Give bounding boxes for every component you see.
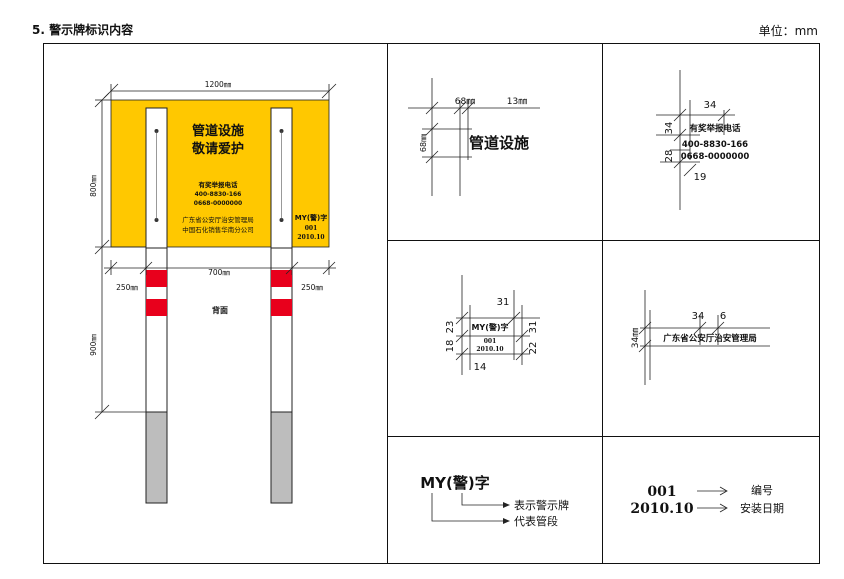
- sign-drawing: 管道设施 敬请爱护 有奖举报电话 400-8830-166 0668-00000…: [89, 80, 337, 504]
- dim-post-gap: 700㎜: [208, 268, 230, 277]
- legend-date-desc: 安装日期: [740, 501, 784, 515]
- detail-panel-4: 34 6 34㎜ 广东省公安厅治安管理局: [631, 290, 770, 385]
- legend-code-desc2: 代表管段: [514, 514, 558, 528]
- legend-code-desc1: 表示警示牌: [514, 498, 569, 512]
- section-title: 5. 警示牌标识内容: [32, 23, 134, 37]
- detail4-d34a: 34: [692, 311, 705, 322]
- dim-post-height: 900㎜: [89, 334, 98, 356]
- detail3-n2: 2010.10: [476, 346, 503, 353]
- sign-phone1: 400-8830-166: [195, 191, 242, 198]
- legend-code: MY(警)字 表示警示牌 代表管段: [420, 474, 569, 528]
- sign-org1: 广东省公安厅治安管理局: [182, 215, 254, 224]
- sign-phone2: 0668-0000000: [194, 200, 242, 207]
- detail2-phone1: 400-8830-166: [682, 140, 748, 150]
- detail-panel-3: 31 23 18 31 22 14 MY(警)字 001 2010.10: [445, 275, 540, 375]
- legend-number-desc: 编号: [751, 483, 773, 497]
- legend-code-text: MY(警)字: [420, 474, 490, 492]
- sign-report-label: 有奖举报电话: [199, 180, 239, 189]
- detail3-d23: 23: [445, 321, 456, 334]
- detail2-phone2: 0668-0000000: [681, 152, 750, 162]
- detail3-n1: 001: [484, 338, 497, 345]
- detail-panel-1: 68㎜ 13㎜ 68㎜ 管道设施: [408, 78, 540, 196]
- right-post-base: [270, 411, 293, 504]
- sign-line2: 敬请爱护: [191, 141, 244, 157]
- sign-code: MY(警)字: [295, 213, 327, 222]
- detail3-d31a: 31: [497, 297, 510, 308]
- legend-date: 2010.10: [630, 501, 694, 517]
- left-post-stripe: [146, 299, 167, 316]
- right-post-stripe: [271, 299, 292, 316]
- detail2-text: 有奖举报电话: [689, 123, 741, 134]
- detail1-text: 管道设施: [469, 134, 529, 152]
- detail-panel-2: 34 34 28 19 有奖举报电话 400-8830-166 0668-000…: [656, 70, 749, 210]
- back-label: 背面: [212, 305, 228, 315]
- legend-number-date: 001 2010.10 编号 安装日期: [630, 483, 784, 517]
- dim-right-margin: 250㎜: [301, 283, 323, 292]
- sign-panel: [110, 99, 330, 248]
- detail2-d28: 28: [664, 150, 675, 163]
- sign-line1: 管道设施: [192, 123, 244, 139]
- detail3-d22: 22: [528, 342, 539, 355]
- detail1-dim-a: 68㎜: [455, 97, 475, 107]
- detail3-d31b: 31: [528, 321, 539, 334]
- detail4-d34b: 34㎜: [631, 328, 641, 348]
- right-post-stripe: [271, 270, 292, 287]
- dim-height: 800㎜: [89, 175, 98, 197]
- detail2-d34b: 34: [664, 122, 675, 135]
- detail2-d19: 19: [694, 172, 707, 183]
- sign-org2: 中国石化销售华南分公司: [182, 225, 254, 234]
- sign-date: 2010.10: [297, 234, 324, 241]
- detail3-d14: 14: [474, 362, 487, 373]
- legend-number: 001: [647, 484, 676, 500]
- detail4-text: 广东省公安厅治安管理局: [663, 333, 757, 344]
- detail2-d34a: 34: [704, 100, 717, 111]
- detail4-d6: 6: [720, 311, 726, 322]
- unit-label: 单位：mm: [758, 24, 818, 38]
- grid-frame: [43, 43, 820, 564]
- dim-width: 1200㎜: [205, 80, 232, 89]
- detail1-dim-c: 68㎜: [419, 134, 428, 152]
- left-post-base: [145, 411, 168, 504]
- detail1-dim-b: 13㎜: [507, 97, 527, 107]
- detail3-text: MY(警)字: [471, 322, 508, 332]
- left-post-stripe: [146, 270, 167, 287]
- sign-number: 001: [305, 225, 318, 232]
- dim-left-margin: 250㎜: [116, 283, 138, 292]
- detail3-d18: 18: [445, 340, 456, 353]
